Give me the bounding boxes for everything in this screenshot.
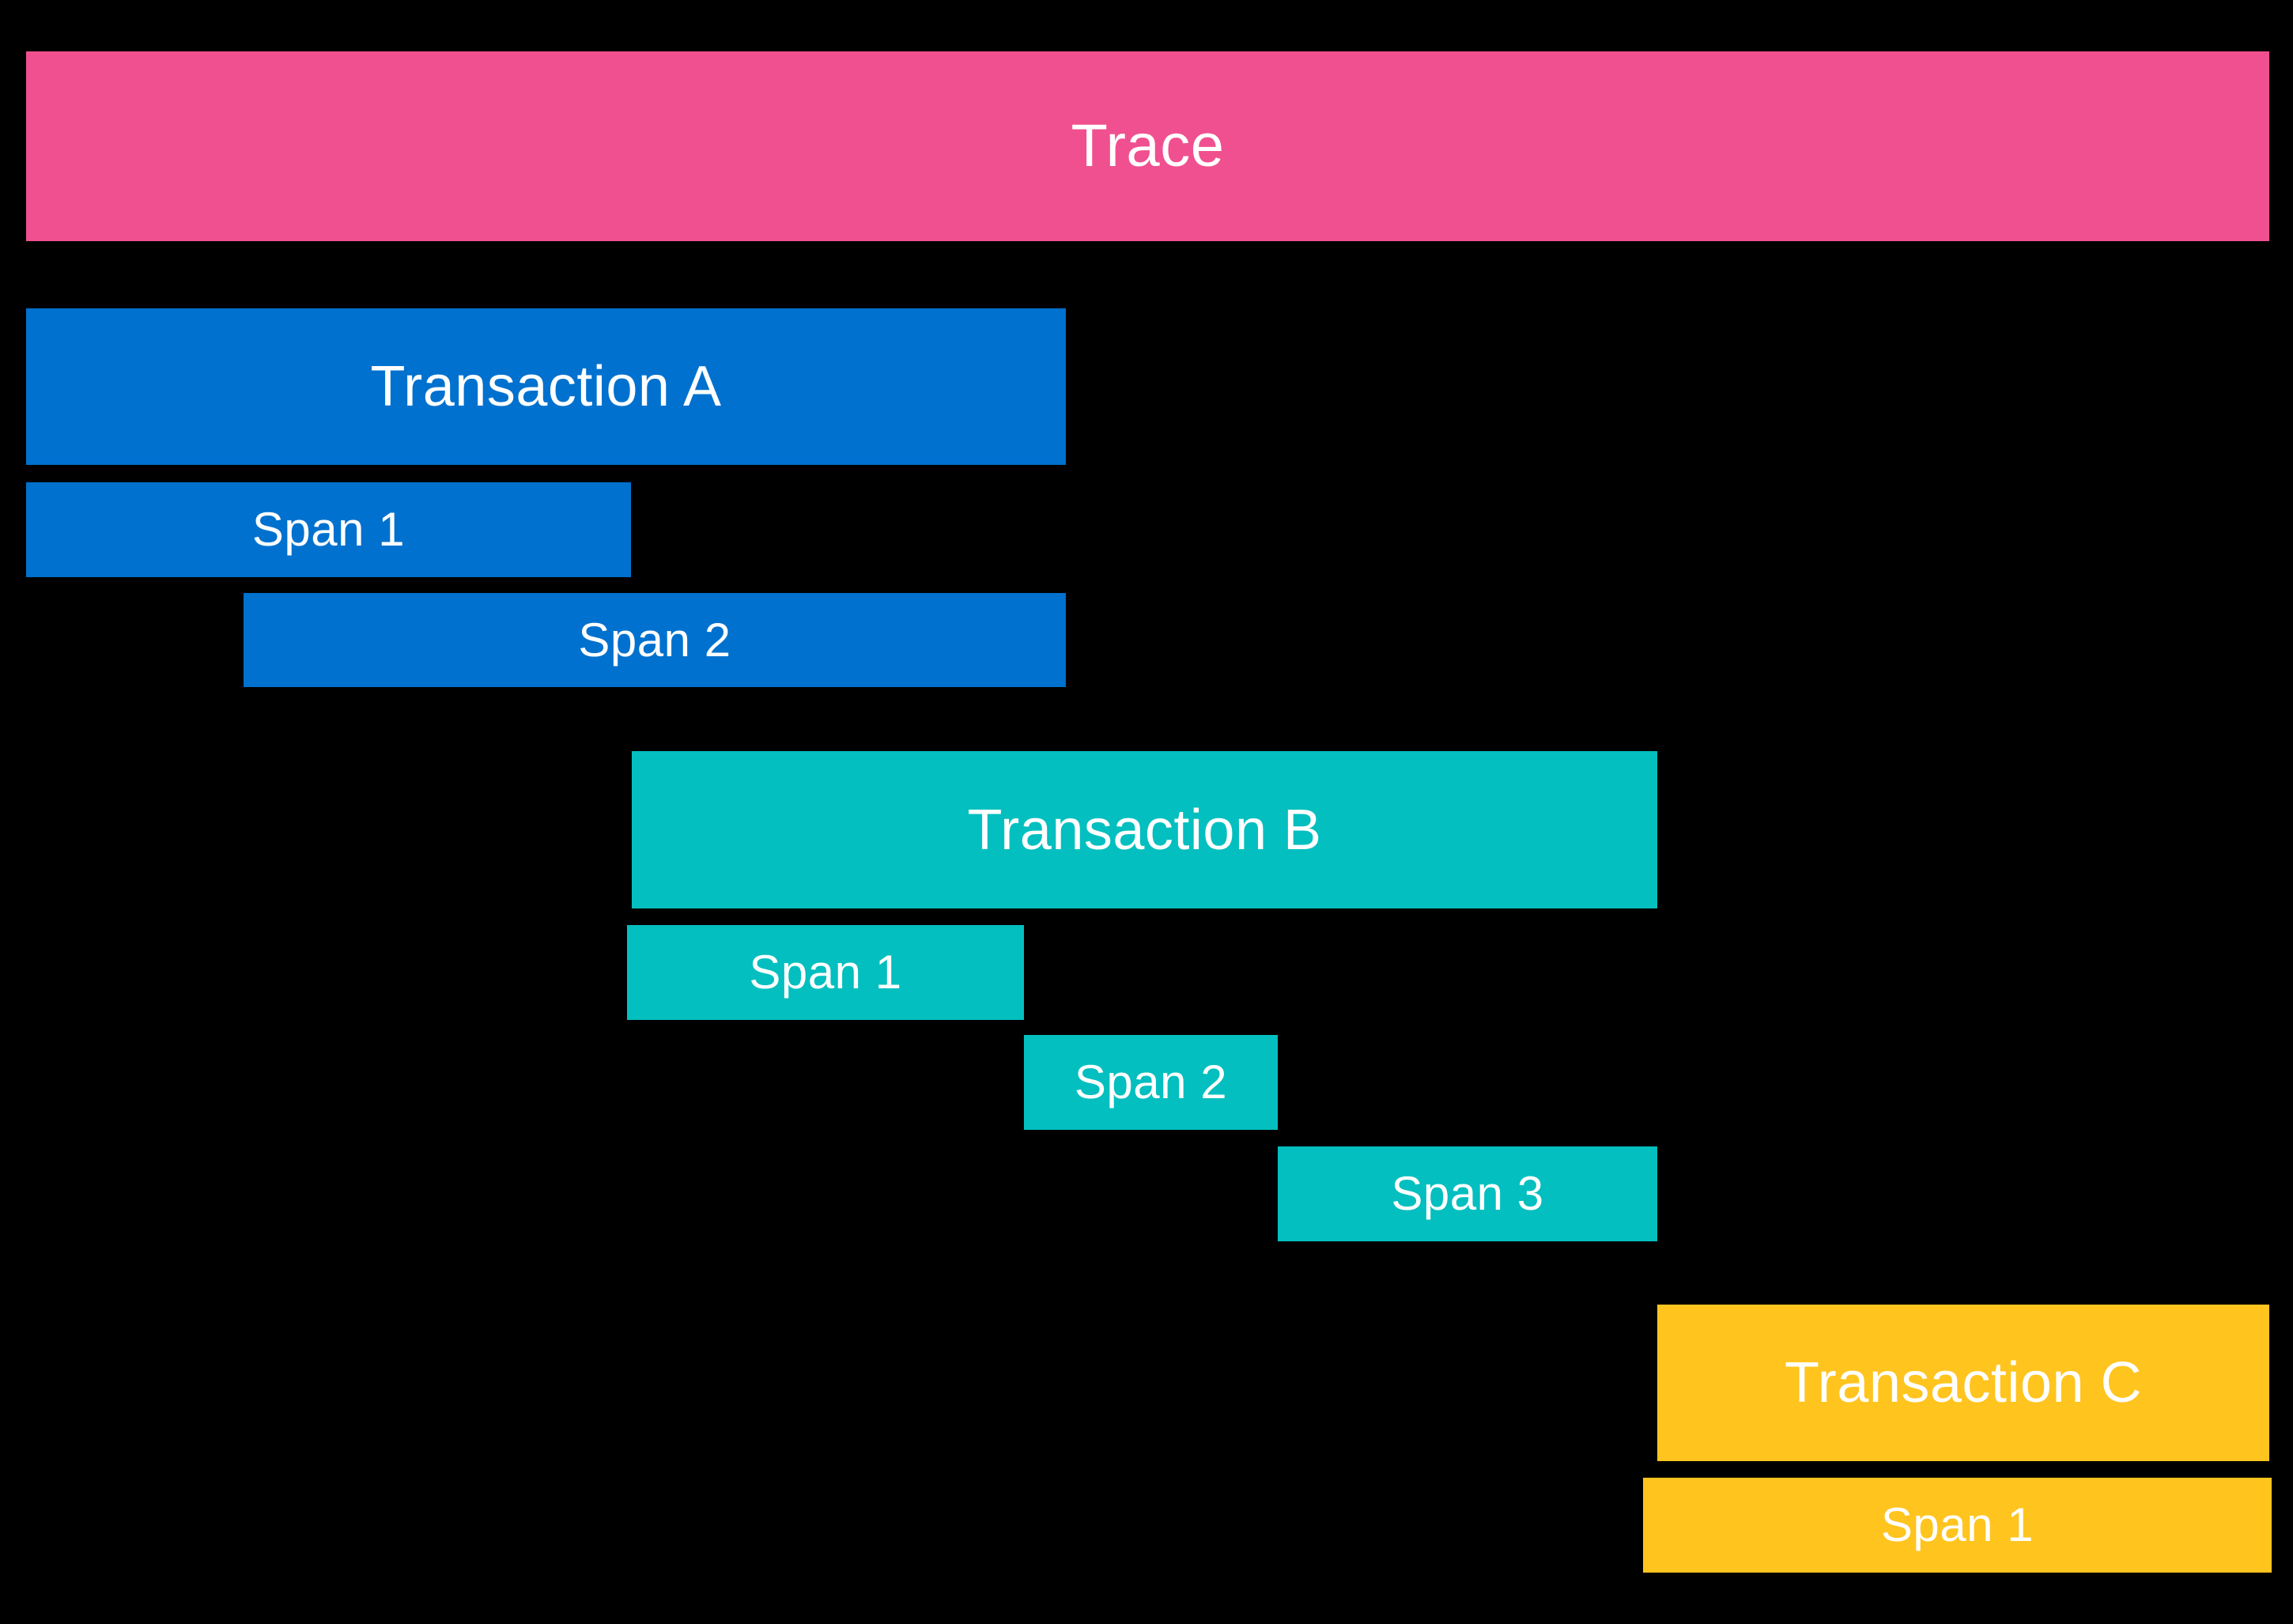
bar-trace: Trace [26, 51, 2269, 241]
bar-transaction-b: Transaction B [632, 751, 1657, 908]
bar-transaction-c-span-1: Span 1 [1643, 1478, 2272, 1573]
bar-transaction-c: Transaction C [1657, 1305, 2269, 1461]
bar-label-transaction-a: Transaction A [370, 355, 722, 418]
bar-label-transaction-b-span-2: Span 2 [1074, 1056, 1228, 1108]
bar-transaction-a-span-2: Span 2 [244, 593, 1066, 687]
bar-transaction-a-span-1: Span 1 [26, 482, 631, 577]
bar-label-transaction-b-span-1: Span 1 [749, 946, 902, 999]
bar-label-transaction-b: Transaction B [967, 798, 1322, 862]
bar-transaction-a: Transaction A [26, 308, 1066, 465]
bar-label-transaction-a-span-1: Span 1 [251, 503, 406, 556]
bar-transaction-b-span-3: Span 3 [1278, 1146, 1657, 1241]
bar-label-transaction-c-span-1: Span 1 [1880, 1498, 2034, 1551]
bar-transaction-b-span-1: Span 1 [627, 925, 1024, 1020]
bar-label-trace: Trace [1071, 112, 1225, 179]
bar-transaction-b-span-2: Span 2 [1024, 1035, 1278, 1130]
bar-label-transaction-b-span-3: Span 3 [1391, 1167, 1544, 1220]
bar-label-transaction-c: Transaction C [1785, 1351, 2142, 1414]
bar-label-transaction-a-span-2: Span 2 [578, 613, 731, 667]
